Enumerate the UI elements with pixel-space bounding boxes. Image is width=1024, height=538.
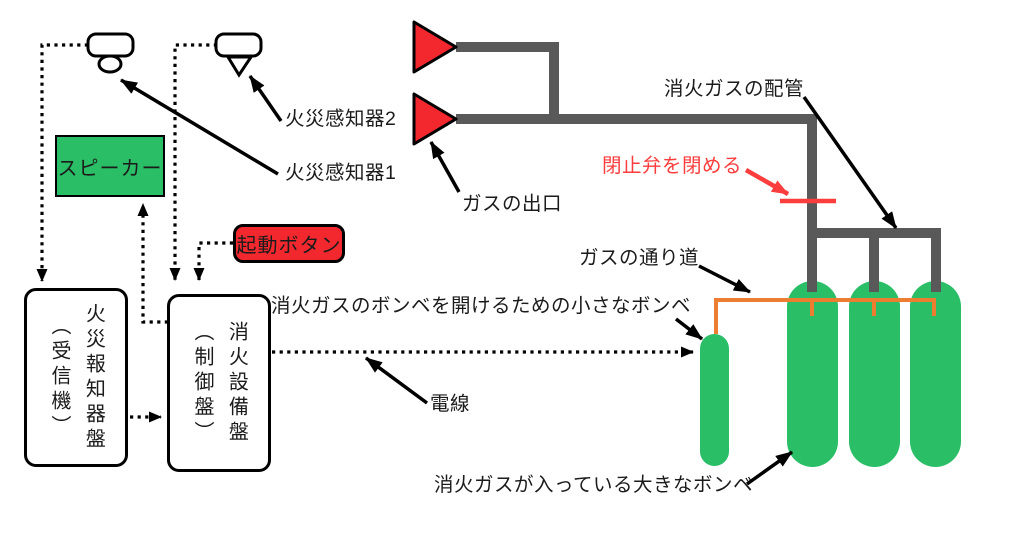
fire-alarm-receiver-panel-label: 火災報知器盤 （受信機）	[48, 302, 105, 453]
gas-pipe-upper-branch	[456, 42, 559, 114]
gas-outlet-label-arrow	[429, 141, 461, 193]
gas-piping-label: 消火ガスの配管	[664, 78, 805, 100]
speaker-box: スピーカー	[55, 135, 165, 197]
main-cylinder-label-arrow	[745, 450, 794, 486]
fire-detector-2-label: 火災感知器2	[285, 108, 397, 130]
wire-detector1-to-receiver	[36, 43, 88, 282]
extinguishing-control-panel-label: 消火設備盤 （制御盤）	[191, 320, 248, 446]
wire-label-arrow	[364, 356, 429, 405]
gas-outlet-nozzle-1	[412, 20, 458, 74]
main-cylinder-3	[910, 281, 961, 467]
gas-path-label-arrow	[698, 264, 751, 294]
fire-detector-1-body	[86, 32, 135, 58]
fire-detector-2-body	[214, 32, 263, 58]
gas-outlet-nozzle-2	[412, 92, 458, 146]
wire-label: 電線	[430, 393, 471, 415]
wire-control-to-speaker	[137, 203, 168, 324]
main-cylinder-label: 消火ガスが入っている大きなボンベ	[434, 474, 754, 496]
main-cylinder-1	[787, 281, 838, 467]
wire-startbutton-to-control	[193, 241, 233, 281]
gas-path-label: ガスの通り道	[579, 247, 700, 269]
speaker-label: スピーカー	[57, 157, 163, 180]
gas-path-line	[714, 298, 936, 334]
close-valve-arrow	[744, 168, 790, 196]
main-cylinder-2	[849, 281, 900, 467]
close-valve-label: 閉止弁を閉める	[602, 155, 743, 177]
fire-detector-1-sensor	[97, 54, 123, 74]
pilot-cylinder	[700, 334, 729, 466]
extinguishing-control-panel: 消火設備盤 （制御盤）	[167, 294, 271, 472]
gas-outlet-label: ガスの出口	[462, 193, 563, 215]
start-button-label: 起動ボタン	[236, 235, 342, 257]
fire-detector-1-label: 火災感知器1	[285, 162, 397, 184]
gas-pipe-main	[456, 114, 941, 292]
detector1-label-arrow	[120, 78, 279, 176]
fire-detector-2-sensor	[225, 55, 254, 78]
pilot-cylinder-label-arrow	[674, 317, 704, 341]
pilot-cylinder-label: 消火ガスのボンベを開けるための小さなボンベ	[271, 295, 692, 317]
wire-detector2-to-control	[169, 43, 217, 281]
detector2-label-arrow	[248, 75, 283, 122]
start-button: 起動ボタン	[233, 224, 345, 263]
gas-piping-label-arrow	[802, 95, 898, 230]
fire-alarm-receiver-panel: 火災報知器盤 （受信機）	[24, 288, 128, 467]
